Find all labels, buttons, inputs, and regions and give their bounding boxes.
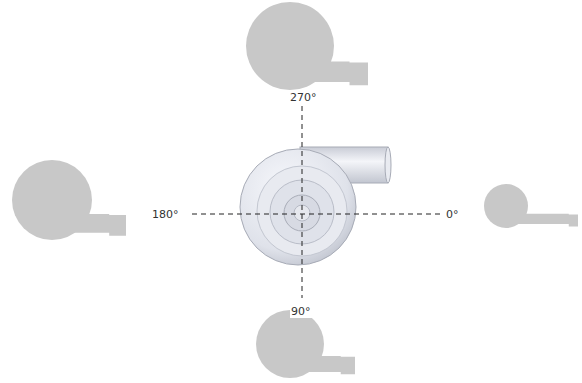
axis-lines xyxy=(192,106,440,298)
angle-label: 0° xyxy=(445,208,460,221)
outlet-silhouette xyxy=(290,356,355,374)
outlet-silhouette xyxy=(52,214,126,236)
housing-silhouettes xyxy=(12,2,578,378)
angle-label: 180° xyxy=(151,208,180,221)
angle-label: 270° xyxy=(289,91,318,104)
outlet-silhouette xyxy=(506,214,578,227)
angle-label: 90° xyxy=(290,305,312,318)
outlet-silhouette xyxy=(290,61,368,85)
compressor-housing xyxy=(240,147,391,265)
